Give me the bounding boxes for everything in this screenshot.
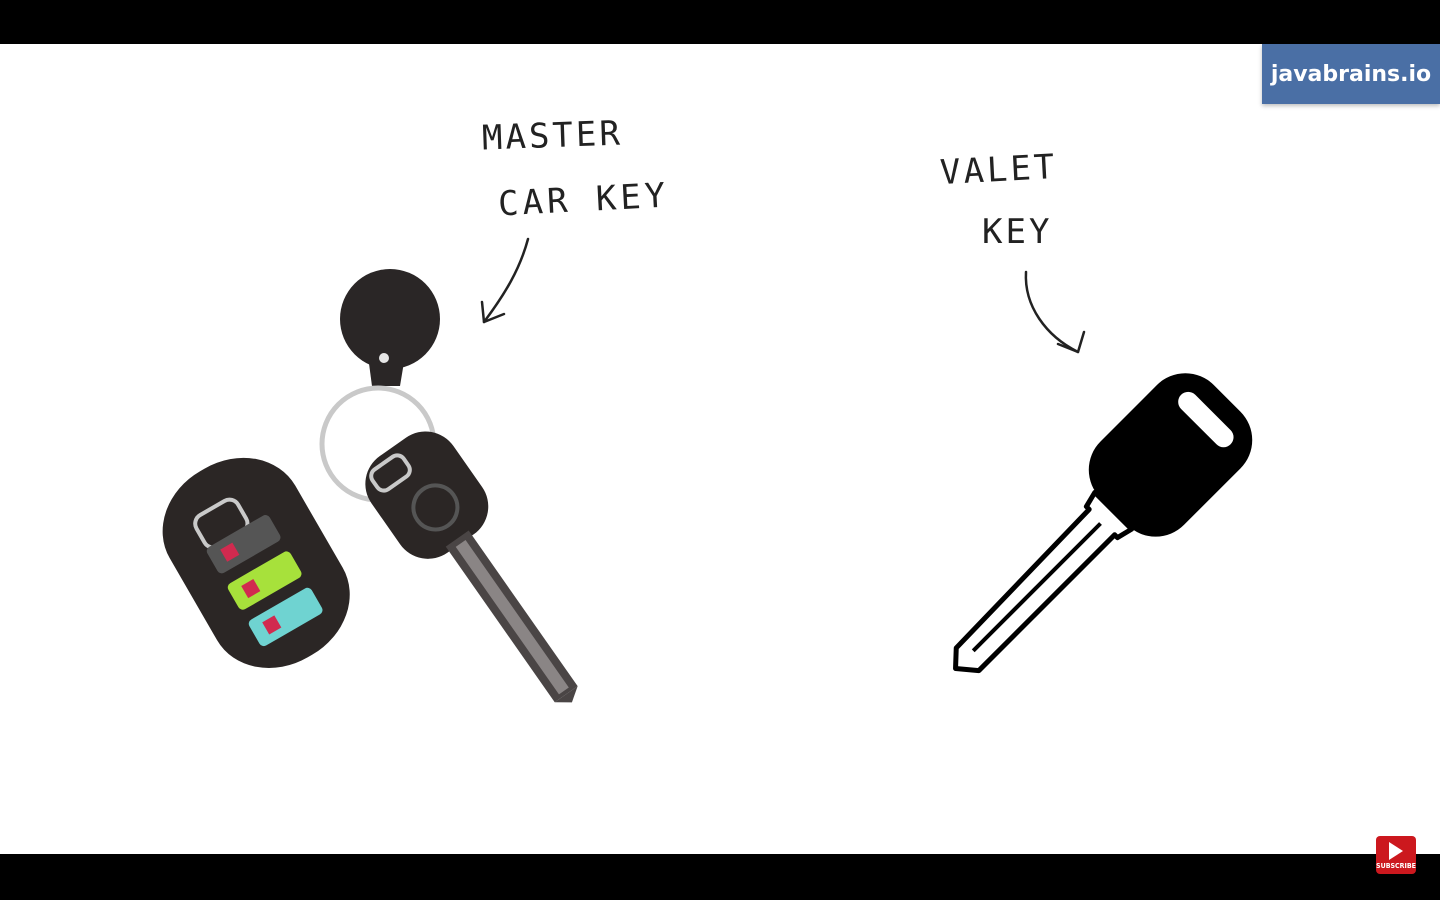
subscribe-label: SUBSCRIBE — [1376, 862, 1416, 870]
brand-watermark[interactable]: javabrains.io — [1262, 44, 1440, 104]
video-frame[interactable]: javabrains.io MASTER CAR KEY VALET KEY — [0, 44, 1440, 854]
label-valet-key: KEY — [982, 212, 1053, 252]
arrow-master-icon — [482, 237, 530, 324]
illustration-canvas — [162, 237, 1253, 703]
car-key-fob-icon — [162, 269, 578, 703]
valet-key-icon — [953, 373, 1253, 674]
arrow-valet-icon — [1024, 270, 1080, 354]
subscribe-button[interactable]: SUBSCRIBE — [1376, 836, 1416, 874]
play-icon — [1389, 842, 1403, 860]
letterbox-bottom — [0, 854, 1440, 900]
letterbox-top — [0, 0, 1440, 44]
